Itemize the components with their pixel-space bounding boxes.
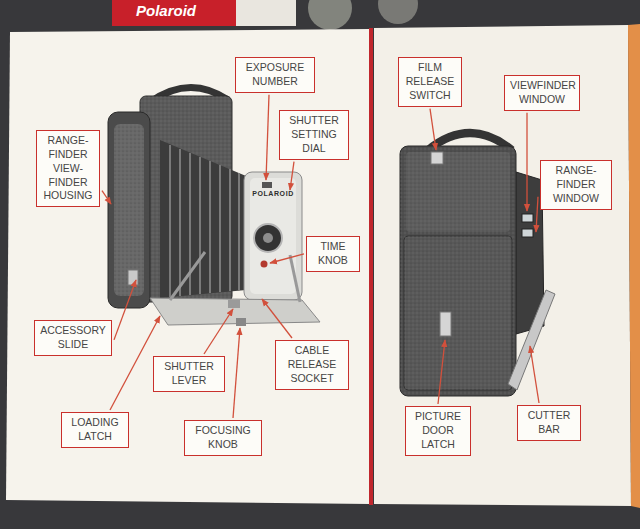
part-name: RANGE-FINDER WINDOW: [546, 164, 606, 206]
callout-box: FILM RELEASE SWITCH: [398, 57, 462, 107]
part-name: SHUTTER SETTING DIAL: [285, 114, 343, 156]
part-name: CABLE RELEASE SOCKET: [281, 344, 343, 386]
part-name: TIME KNOB: [312, 240, 354, 268]
leader-line: [204, 309, 233, 354]
part-name: VIEWFINDER WINDOW: [510, 79, 574, 107]
callout-box: TIME KNOB: [306, 236, 360, 272]
part-name: PICTURE DOOR LATCH: [411, 410, 465, 452]
leader-line: [114, 280, 136, 340]
leader-line: [536, 197, 538, 232]
callout-box: EXPOSURE NUMBER: [235, 57, 315, 93]
callout-box: PICTURE DOOR LATCH: [405, 406, 471, 456]
leader-line: [266, 95, 269, 180]
callout-box: SHUTTER SETTING DIAL: [279, 110, 349, 160]
part-name: FOCUSING KNOB: [190, 424, 256, 452]
page-edge: [628, 24, 640, 508]
leader-line: [102, 191, 111, 204]
leader-line: [526, 113, 527, 211]
product-box: [112, 0, 236, 26]
part-name: SHUTTER LEVER: [159, 360, 219, 388]
leader-line: [233, 328, 240, 418]
part-name: EXPOSURE NUMBER: [241, 61, 309, 89]
callout-box: RANGE-FINDER VIEW-FINDER HOUSING: [36, 130, 100, 207]
left-page: [6, 29, 370, 504]
callout-box: SHUTTER LEVER: [153, 356, 225, 392]
leader-line: [290, 162, 294, 190]
leader-line: [430, 109, 436, 150]
spine-line: [369, 28, 373, 505]
camera-logo: POLAROID: [252, 190, 294, 197]
ornament: [378, 0, 418, 24]
callout-box: RANGE-FINDER WINDOW: [540, 160, 612, 210]
product-box: [236, 0, 296, 26]
right-page: [374, 25, 631, 506]
leader-line: [262, 299, 292, 338]
part-name: RANGE-FINDER VIEW-FINDER HOUSING: [42, 134, 94, 203]
part-name: ACCESSORY SLIDE: [40, 324, 106, 352]
callout-box: ACCESSORY SLIDE: [34, 320, 112, 356]
callout-box: CABLE RELEASE SOCKET: [275, 340, 349, 390]
leader-line: [438, 340, 445, 404]
leader-line: [270, 254, 304, 263]
callout-box: VIEWFINDER WINDOW: [504, 75, 580, 111]
part-name: CUTTER BAR: [523, 409, 575, 437]
part-name: LOADING LATCH: [67, 416, 123, 444]
ornament: [308, 0, 352, 30]
callout-box: CUTTER BAR: [517, 405, 581, 441]
callout-box: FOCUSING KNOB: [184, 420, 262, 456]
callout-box: LOADING LATCH: [61, 412, 129, 448]
part-name: FILM RELEASE SWITCH: [404, 61, 456, 103]
brand-name: Polaroid: [136, 2, 196, 19]
leader-line: [530, 346, 539, 403]
